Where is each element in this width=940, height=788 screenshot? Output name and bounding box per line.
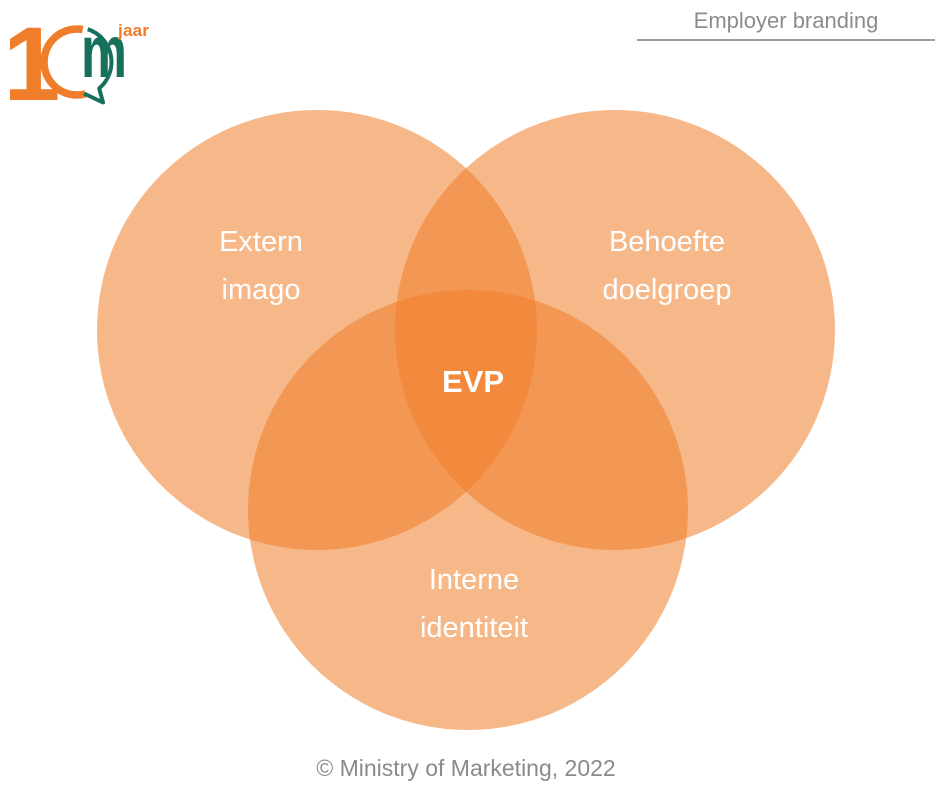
ministry-of-marketing-10-jaar-logo: 1 m jaar [10,5,160,115]
logo-letter-m: m [81,10,127,93]
label-line: identiteit [419,612,528,644]
label-line: Interne [428,564,520,596]
label-line: doelgroep [602,274,732,306]
page-title: Employer branding [693,8,879,33]
label-line: Extern [219,226,303,258]
label-interne-identiteit: Interne identiteit [354,556,594,652]
label-evp-center: EVP [441,364,505,399]
venn-circle-interne-identiteit [248,290,688,730]
label-line: imago [221,274,301,306]
speech-bubble-green-tail-icon [83,27,114,105]
title-underline [637,39,935,41]
speech-bubble-orange-arc-icon [40,25,87,99]
logo-jaar-text: jaar [117,21,149,40]
label-behoefte-doelgroep: Behoefte doelgroep [547,218,787,314]
label-line: Behoefte [608,226,726,258]
logo-graphic: 1 m jaar [10,6,149,115]
logo-digit-1: 1 [10,6,60,115]
label-extern-imago: Extern imago [141,218,381,314]
copyright-footer: © Ministry of Marketing, 2022 [316,755,616,781]
header-title-block: Employer branding [637,6,935,41]
